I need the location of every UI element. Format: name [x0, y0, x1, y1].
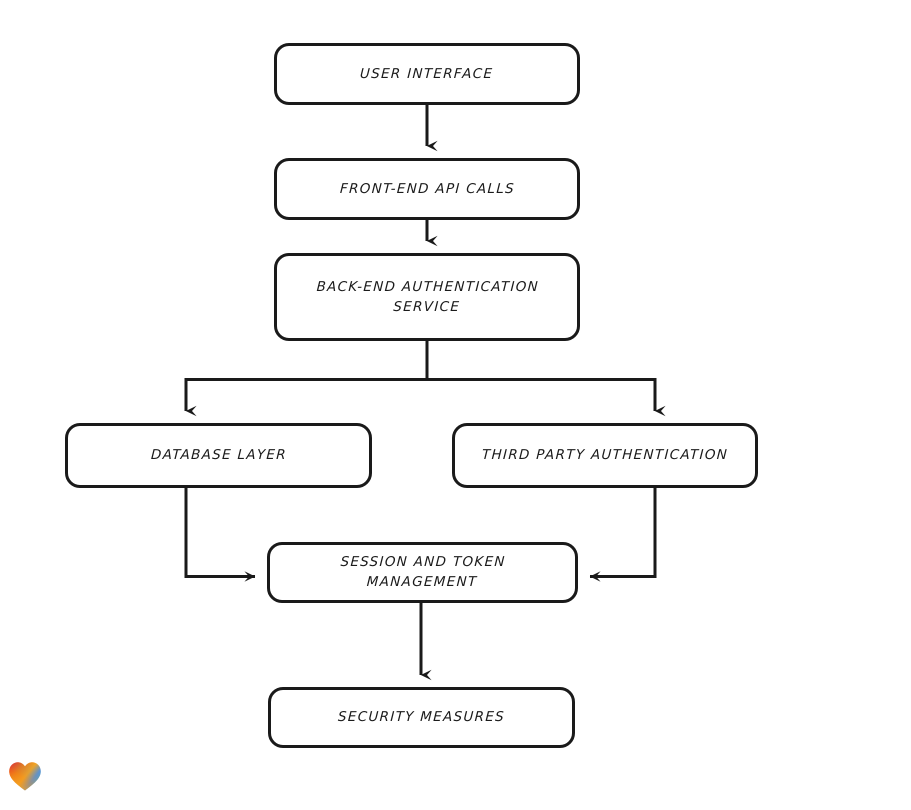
node-front-end-api-calls[interactable]: Front-End API Calls [274, 158, 580, 220]
node-label-security-measures: Security Measures [337, 709, 506, 726]
heart-icon [9, 762, 41, 791]
node-label-back-end-auth-service: Back-End Authentication Service [315, 278, 540, 315]
node-third-party-auth[interactable]: Third Party Authentication [452, 423, 758, 488]
node-label-database-layer: Database Layer [150, 447, 287, 464]
node-label-third-party-auth: Third Party Authentication [481, 447, 729, 464]
edge-third-to-session [589, 488, 657, 582]
node-back-end-auth-service[interactable]: Back-End Authentication Service [274, 253, 580, 341]
node-user-interface[interactable]: User Interface [274, 43, 580, 105]
edge-backend-to-db [184, 378, 427, 417]
edge-backend-to-third [427, 378, 666, 417]
node-security-measures[interactable]: Security Measures [268, 687, 575, 748]
node-label-session-token-mgmt: Session and Token Management [339, 554, 507, 591]
node-session-token-mgmt[interactable]: Session and Token Management [267, 542, 578, 603]
node-database-layer[interactable]: Database Layer [65, 423, 372, 488]
edge-db-to-session [184, 488, 256, 582]
node-label-front-end-api-calls: Front-End API Calls [339, 180, 515, 197]
node-label-user-interface: User Interface [359, 65, 495, 82]
